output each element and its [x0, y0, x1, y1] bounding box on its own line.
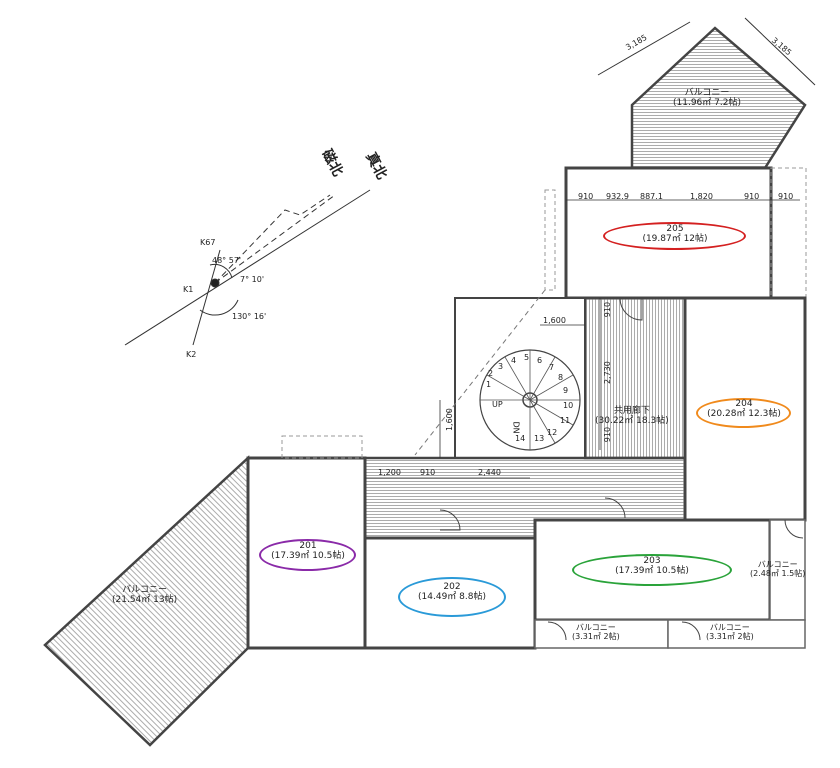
- room-202-label[interactable]: 202 (14.49㎡ 8.8帖): [404, 582, 500, 603]
- balcony-bottom-1-area: (3.31㎡ 2帖): [572, 632, 620, 642]
- balcony-top-name: バルコニー: [684, 88, 730, 98]
- stair-down-label: DN: [511, 421, 521, 434]
- stair-step-10: 10: [563, 401, 574, 410]
- balcony-bottom-1-name: バルコニー: [575, 623, 616, 632]
- balcony-top-shape: [630, 26, 807, 170]
- stair-step-14: 14: [515, 434, 526, 443]
- corridor-area: (30.22㎡ 18.3帖): [595, 416, 669, 427]
- dim-top-2: 932.9: [606, 192, 629, 201]
- dim-corridor-v3: 910: [603, 426, 613, 443]
- stair-step-9: 9: [563, 386, 569, 395]
- door-swings: [439, 297, 804, 641]
- room-201-area: (17.39㎡ 10.5帖): [271, 551, 345, 562]
- room-204-number: 204: [735, 399, 753, 409]
- corridor-label: 共用廊下 (30.22㎡ 18.3帖): [595, 406, 669, 427]
- dim-top-1: 910: [578, 192, 594, 201]
- stair-step-6: 6: [537, 356, 543, 365]
- compass-angle-2: 7° 10': [240, 275, 265, 284]
- compass-point-k1: K1: [183, 285, 194, 294]
- room-205-area: (19.87㎡ 12帖): [642, 234, 708, 245]
- stair-step-7: 7: [549, 363, 555, 372]
- balcony-right-shape: [769, 519, 806, 621]
- corridor-name: 共用廊下: [613, 406, 650, 416]
- room-204-label[interactable]: 204 (20.28㎡ 12.3帖): [698, 399, 790, 420]
- room-201-label[interactable]: 201 (17.39㎡ 10.5帖): [262, 541, 354, 562]
- room-201-number: 201: [299, 541, 317, 551]
- room-204-highlight: [696, 398, 791, 428]
- stair-width-dim: 1,600: [543, 316, 566, 325]
- balcony-left-label: バルコニー (21.54㎡ 13帖): [112, 585, 177, 606]
- balcony-left-shape: [43, 455, 250, 747]
- room-202-number: 202: [443, 582, 461, 592]
- dim-top-6: 910: [778, 192, 794, 201]
- room-205-highlight: [603, 222, 746, 250]
- stair-step-4: 4: [511, 356, 517, 365]
- room-201-highlight: [259, 539, 356, 571]
- compass-point-k2: K2: [186, 350, 197, 359]
- dim-top-5: 910: [744, 192, 760, 201]
- room-203-number: 203: [643, 556, 661, 566]
- stair-step-3: 3: [498, 362, 504, 371]
- stair-step-5: 5: [524, 353, 530, 362]
- compass-point-k67: K67: [200, 238, 216, 247]
- balcony-right-area: (2.48㎡ 1.5帖): [750, 569, 806, 579]
- balcony-right-label: バルコニー (2.48㎡ 1.5帖): [750, 560, 805, 578]
- dim-top-4: 1,820: [690, 192, 713, 201]
- room-203-highlight: [572, 554, 732, 586]
- stair-step-1: 1: [486, 380, 492, 389]
- compass-angle-3: 130° 16': [232, 312, 267, 321]
- dim-top-3: 887.1: [640, 192, 663, 201]
- stair-step-13: 13: [534, 434, 545, 443]
- dim-corridor-v2: 2,730: [602, 361, 612, 385]
- stair-up-label: UP: [492, 400, 503, 409]
- stair-step-2: 2: [488, 369, 494, 378]
- room-203-area: (17.39㎡ 10.5帖): [615, 566, 689, 577]
- room-202-highlight: [398, 577, 506, 617]
- dim-corridor-v1: 910: [603, 301, 613, 318]
- balcony-bottom-1-label: バルコニー (3.31㎡ 2帖): [572, 623, 620, 641]
- balcony-top-label: バルコニー (11.96㎡ 7.2帖): [673, 88, 741, 109]
- dimension-lines: [365, 298, 601, 479]
- stair-step-8: 8: [558, 373, 564, 382]
- dim-lower-2: 910: [420, 468, 436, 477]
- room-204-area: (20.28㎡ 12.3帖): [707, 409, 781, 420]
- room-205-number: 205: [666, 224, 684, 234]
- balcony-left-area: (21.54㎡ 13帖): [112, 595, 178, 606]
- stair-step-12: 12: [547, 428, 558, 437]
- stair-step-11: 11: [560, 416, 571, 425]
- compass-angle-1: 48° 57': [212, 256, 242, 265]
- dim-lower-3: 2,440: [478, 468, 501, 477]
- room-205-label[interactable]: 205 (19.87㎡ 12帖): [620, 224, 730, 245]
- balcony-bottom-2-area: (3.31㎡ 2帖): [706, 632, 754, 642]
- balcony-left-name: バルコニー: [122, 585, 167, 595]
- balcony-top-area: (11.96㎡ 7.2帖): [673, 98, 741, 109]
- room-203-label[interactable]: 203 (17.39㎡ 10.5帖): [600, 556, 704, 577]
- dim-lower-1: 1,200: [378, 468, 401, 477]
- balcony-bottom-2-name: バルコニー: [709, 623, 750, 632]
- compass-lines: [124, 189, 371, 346]
- balcony-right-name: バルコニー: [757, 560, 798, 569]
- stair-height-dim: 1,600: [444, 408, 454, 432]
- room-202-area: (14.49㎡ 8.8帖): [418, 592, 486, 603]
- balcony-bottom-2-label: バルコニー (3.31㎡ 2帖): [706, 623, 754, 641]
